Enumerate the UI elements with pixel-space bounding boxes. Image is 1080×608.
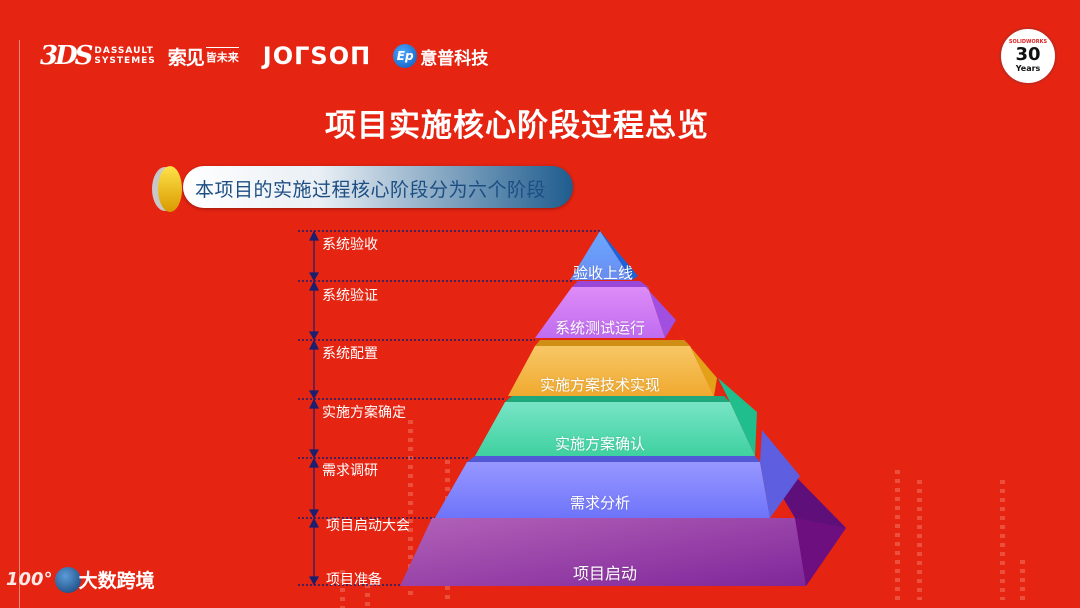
left-accent-line xyxy=(19,40,20,608)
timeline-axis xyxy=(308,230,320,586)
footer-logo-number: 100° xyxy=(6,569,53,590)
timeline-stage-label: 需求调研 xyxy=(322,463,378,479)
badge-label: Years xyxy=(1015,64,1041,73)
solidworks-30-years-badge: SOLIDWORKS 30 Years xyxy=(999,27,1057,85)
page-title: 项目实施核心阶段过程总览 xyxy=(325,108,709,144)
badge-number: 30 xyxy=(1015,44,1041,65)
dassault-line1: DASSAULT xyxy=(94,46,154,56)
timeline-stage-label: 系统验收 xyxy=(322,237,378,253)
timeline-stage-label: 系统验证 xyxy=(322,288,378,304)
partner-logos: 3DS DASSAULT SYSTEMES 索见 皆未来 JOΓSOΠ Ep 意… xyxy=(40,38,488,74)
suojian-slogan: 皆未来 xyxy=(205,47,239,65)
pyramid-layer-label: 实施方案确认 xyxy=(554,435,645,453)
dassault-logo-text: DASSAULT SYSTEMES xyxy=(94,46,155,66)
background-pattern xyxy=(917,480,922,600)
timeline-guides xyxy=(298,230,600,586)
timeline-stage-label: 项目准备 xyxy=(326,572,382,588)
timeline-stage-label: 实施方案确定 xyxy=(322,405,406,421)
subtitle-text: 本项目的实施过程核心阶段分为六个阶段 xyxy=(195,179,547,201)
suojian-logo: 索见 xyxy=(167,46,205,69)
background-pattern xyxy=(340,570,345,608)
background-pattern xyxy=(365,575,370,608)
subtitle-banner xyxy=(183,166,573,208)
ep-logo-name: 意普科技 xyxy=(420,48,489,69)
bullet-icon xyxy=(152,166,188,212)
pyramid-layer-label: 验收上线 xyxy=(572,264,633,282)
pyramid-layer-label: 项目启动 xyxy=(572,564,637,583)
timeline-stage-label: 系统配置 xyxy=(322,346,378,362)
dassault-line2: SYSTEMES xyxy=(94,56,156,66)
background-pattern xyxy=(895,470,900,600)
pyramid-layer-label: 需求分析 xyxy=(569,494,630,512)
pyramid-layer-label: 系统测试运行 xyxy=(554,319,645,337)
pyramid-layer-label: 实施方案技术实现 xyxy=(539,376,660,394)
footer-watermark-logo: 100° 大数跨境 xyxy=(6,566,155,593)
jorson-logo: JOΓSOΠ xyxy=(262,42,372,70)
dassault-logo-mark: 3DS xyxy=(40,41,93,71)
ep-logo-icon: Ep xyxy=(393,44,418,68)
badge-brand: SOLIDWORKS xyxy=(1008,39,1048,45)
globe-icon xyxy=(54,566,81,593)
timeline-stage-label: 项目启动大会 xyxy=(326,518,410,534)
background-pattern xyxy=(1000,480,1005,600)
background-pattern xyxy=(1020,560,1025,600)
background-pattern xyxy=(408,420,413,600)
footer-logo-text: 大数跨境 xyxy=(78,570,155,592)
